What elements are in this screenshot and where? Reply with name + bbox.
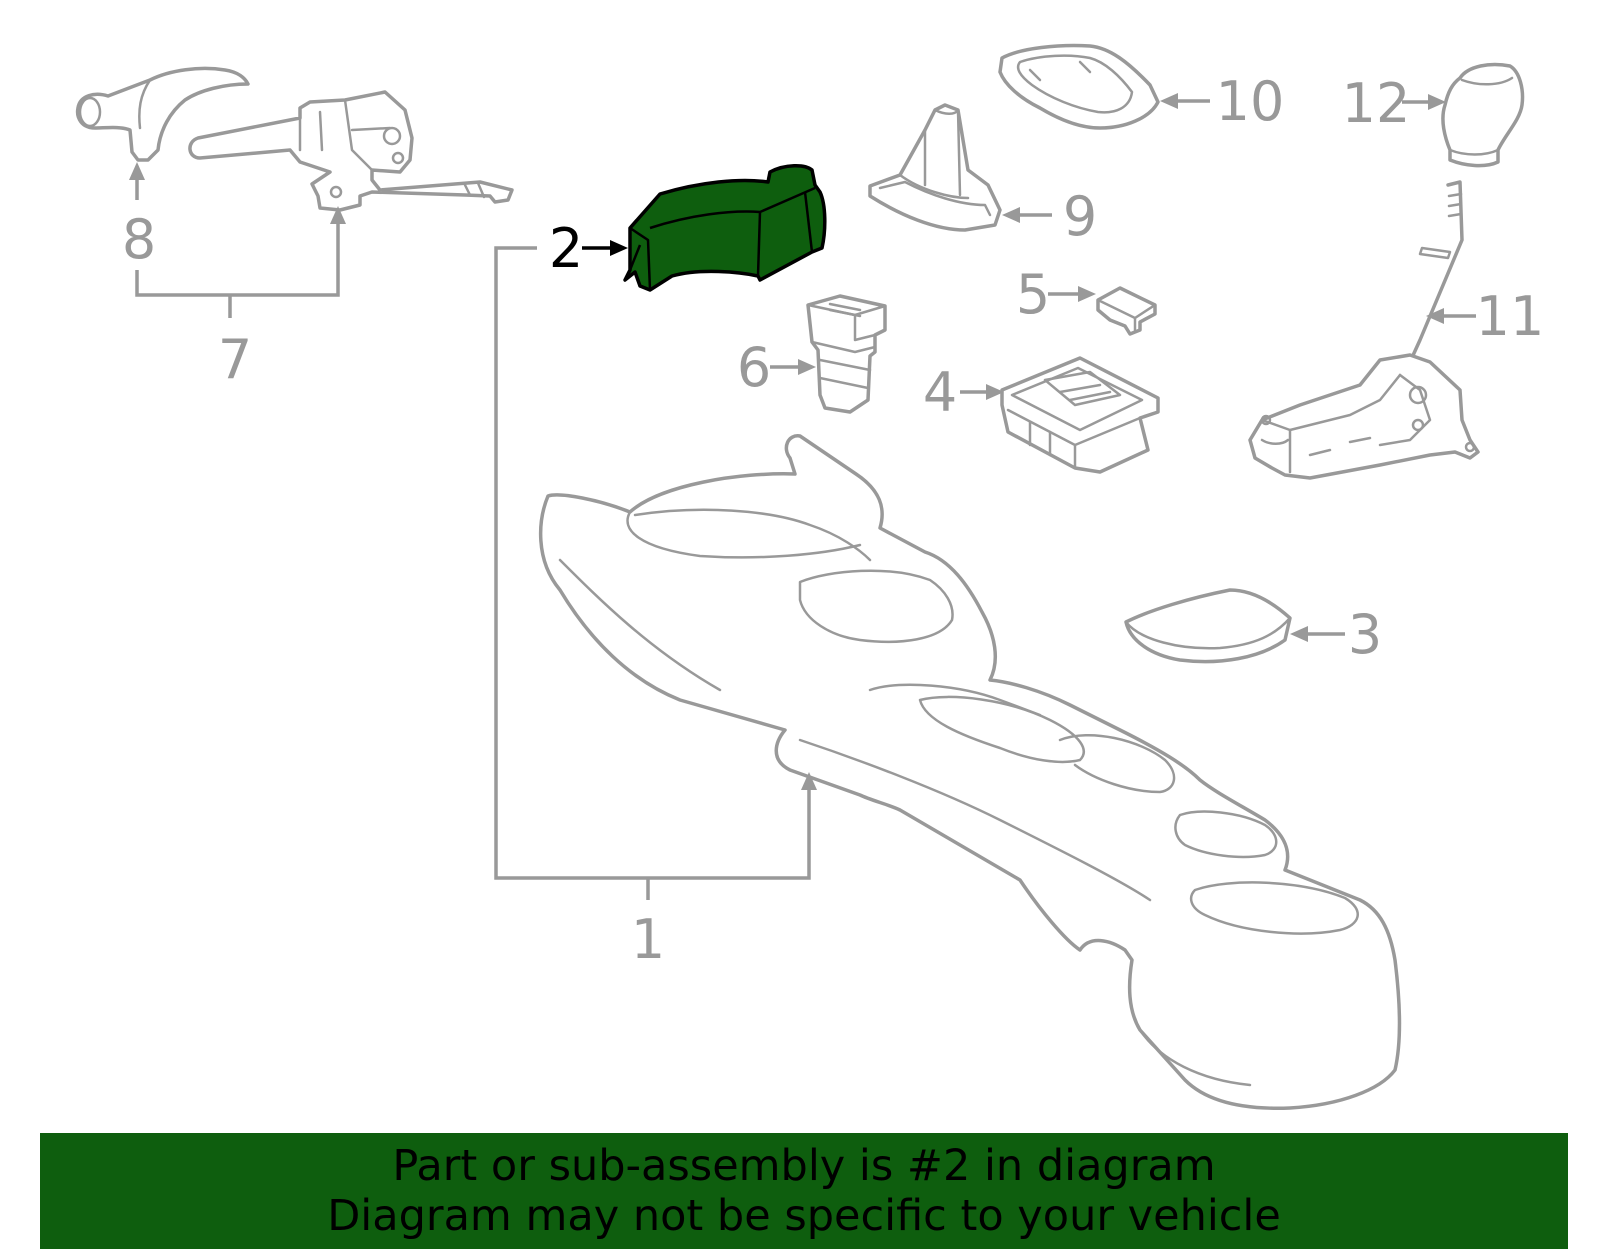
part-3-lid-pad[interactable] [1124,588,1292,664]
banner-disclaimer-line: Diagram may not be specific to your vehi… [327,1191,1281,1241]
callout-5[interactable]: 5 [1016,263,1050,326]
callout-2[interactable]: 2 [549,217,583,280]
part-11-shifter-assembly[interactable] [1248,180,1480,480]
arrowhead-2 [610,240,628,256]
part-6-switch[interactable] [806,294,887,414]
arrowhead-1 [801,772,817,790]
callout-11[interactable]: 11 [1476,285,1545,348]
callout-1[interactable]: 1 [631,908,665,971]
callout-8[interactable]: 8 [122,208,156,271]
part-info-banner: Part or sub-assembly is #2 in diagram Di… [40,1133,1568,1249]
part-2-console-cover-highlighted[interactable] [623,164,827,292]
callout-3[interactable]: 3 [1348,603,1382,666]
callout-numbers: 1 2 3 4 5 6 7 8 9 10 11 12 [122,70,1545,971]
part-12-shift-knob[interactable] [1441,62,1525,168]
arrowhead-4 [986,384,1004,400]
part-7-parking-brake-lever[interactable] [188,90,514,212]
arrowhead-3 [1290,626,1308,642]
arrowhead-6 [798,359,816,375]
arrowhead-10 [1160,93,1178,109]
part-8-lever-grip[interactable] [75,66,250,162]
part-5-clip[interactable] [1096,286,1157,336]
part-1-console-body[interactable] [538,434,1402,1110]
arrowhead-7 [330,206,346,224]
part-9-shift-boot[interactable] [868,103,1002,232]
leader-1-bracket [494,246,811,880]
arrowhead-11 [1426,308,1444,324]
callout-6[interactable]: 6 [737,336,771,399]
arrowhead-8 [129,162,145,180]
callout-4[interactable]: 4 [923,361,957,424]
part-10-shift-bezel[interactable] [998,43,1160,130]
arrowhead-9 [1002,207,1020,223]
part-4-switch-bezel[interactable] [1000,356,1160,474]
callout-9[interactable]: 9 [1063,185,1097,248]
arrowhead-12 [1428,94,1446,110]
callout-10[interactable]: 10 [1216,70,1285,133]
leader-lines [129,93,1476,900]
callout-7[interactable]: 7 [218,328,252,391]
leader-7-bracket [135,222,340,297]
callout-12[interactable]: 12 [1342,72,1411,135]
arrowhead-5 [1078,286,1096,302]
banner-part-line: Part or sub-assembly is #2 in diagram [392,1141,1216,1191]
